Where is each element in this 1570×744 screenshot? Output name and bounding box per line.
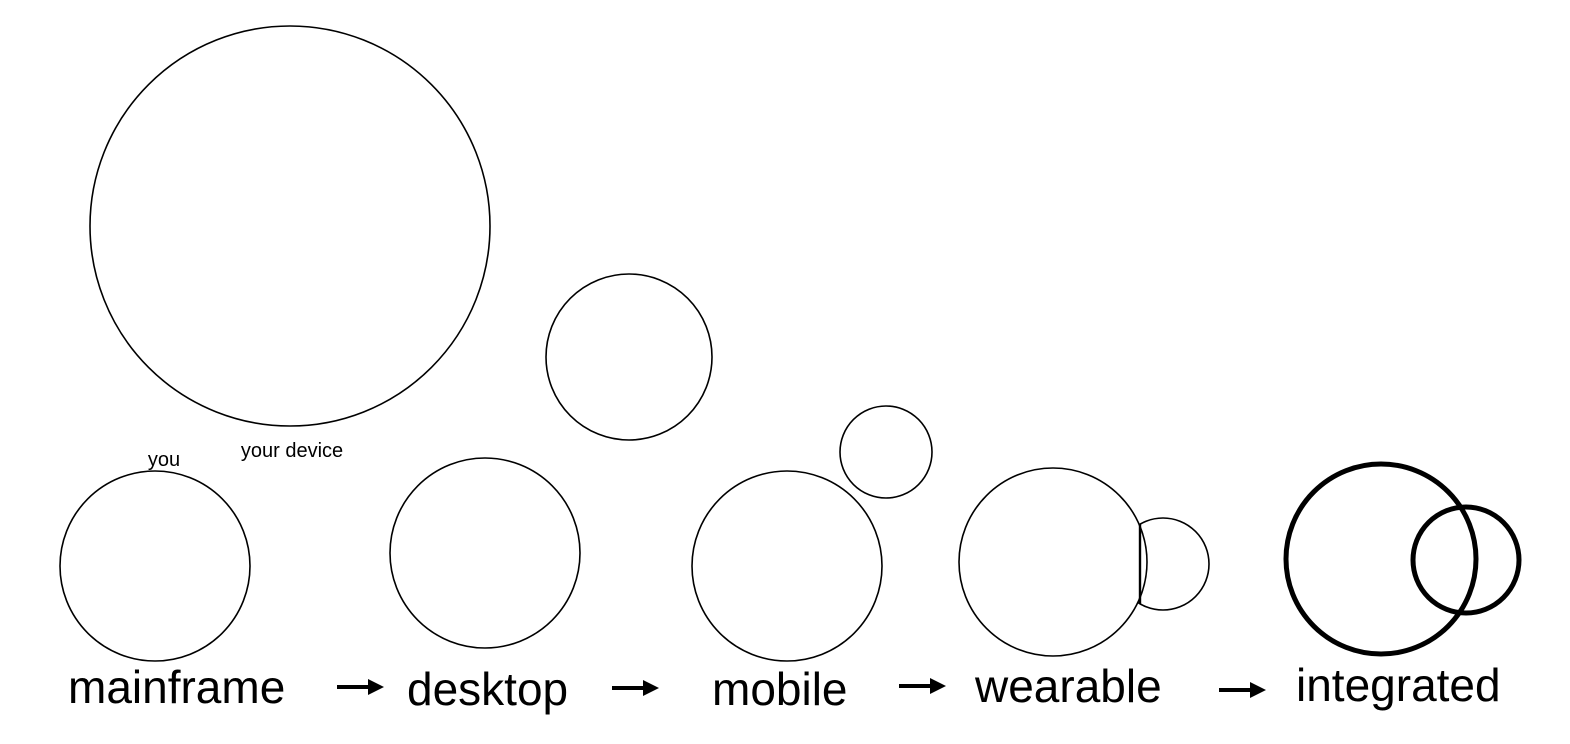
arrow-head-icon [643,680,659,696]
mainframe-device-circle [89,25,491,427]
arrow-head-icon [930,678,946,694]
mainframe-you-circle [59,470,251,662]
arrow-head-icon [1250,682,1266,698]
stage-mobile [691,405,933,662]
you-label: you [148,449,180,471]
arrow-wearable-to-integrated [1219,682,1266,698]
integrated-device-circle [1410,504,1522,616]
arrow-head-icon [368,679,384,695]
stage-desktop [389,273,713,649]
your-device-label: your device [241,440,343,462]
integrated-you-circle [1283,461,1479,657]
desktop-device-circle [545,273,713,441]
arrow-mobile-to-wearable [899,678,946,694]
stage-mainframe: you your device [59,25,491,662]
mobile-device-circle [839,405,933,499]
stage-integrated [1283,461,1522,657]
stage-label-desktop: desktop [407,663,568,715]
stage-wearable [958,467,1210,657]
arrow-mainframe-to-desktop [337,679,384,695]
wearable-overlap-mask [959,468,1147,656]
wearable-you-circle [958,467,1148,657]
arrow-desktop-to-mobile [612,680,659,696]
desktop-you-circle [389,457,581,649]
mobile-you-circle [691,470,883,662]
stage-label-mobile: mobile [712,663,848,715]
stage-label-wearable: wearable [974,660,1162,712]
stage-label-integrated: integrated [1296,659,1501,711]
stage-label-mainframe: mainframe [68,661,285,713]
